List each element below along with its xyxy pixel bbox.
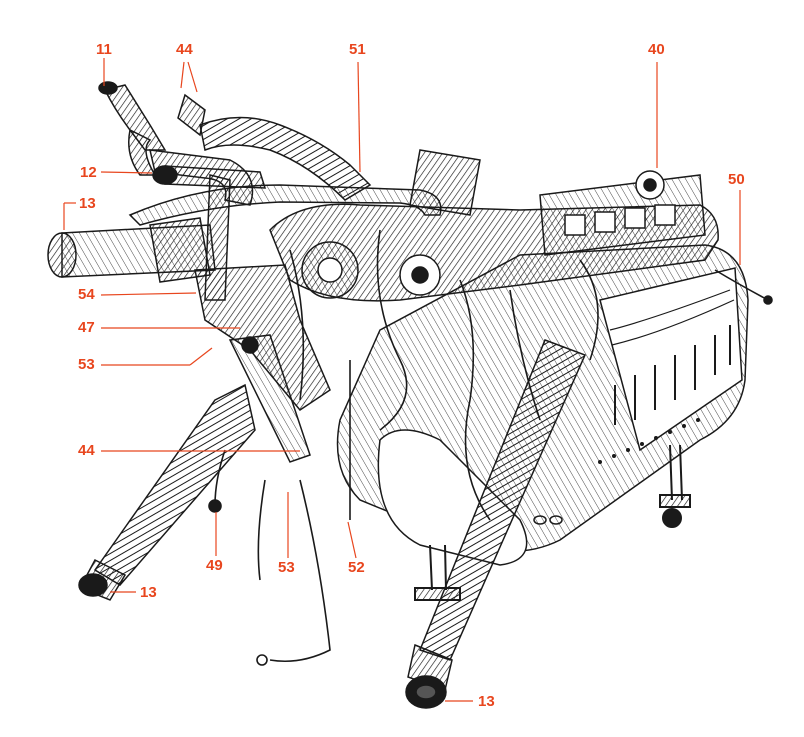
callout-53: 53 <box>78 356 95 373</box>
callout-13: 13 <box>478 693 495 710</box>
hose-12 <box>128 165 442 226</box>
callout-13: 13 <box>79 195 96 212</box>
callout-52: 52 <box>348 559 365 576</box>
callout-40: 40 <box>648 41 665 58</box>
intake-pipe-left <box>47 217 216 283</box>
callout-44: 44 <box>176 41 193 58</box>
callout-47: 47 <box>78 319 95 336</box>
callout-51: 51 <box>349 41 366 58</box>
callout-49: 49 <box>206 557 223 574</box>
exhaust-pipe-left <box>78 383 256 601</box>
wiring-harness <box>208 229 773 666</box>
leader-lines <box>63 58 741 702</box>
exhaust-pipe-right <box>405 339 587 709</box>
callout-12: 12 <box>80 164 97 181</box>
callout-44: 44 <box>78 442 95 459</box>
callout-50: 50 <box>728 171 745 188</box>
callout-54: 54 <box>78 286 95 303</box>
callout-13: 13 <box>140 584 157 601</box>
coolant-pipe-vertical <box>194 264 331 463</box>
callout-53: 53 <box>278 559 295 576</box>
callout-11: 11 <box>96 41 112 58</box>
